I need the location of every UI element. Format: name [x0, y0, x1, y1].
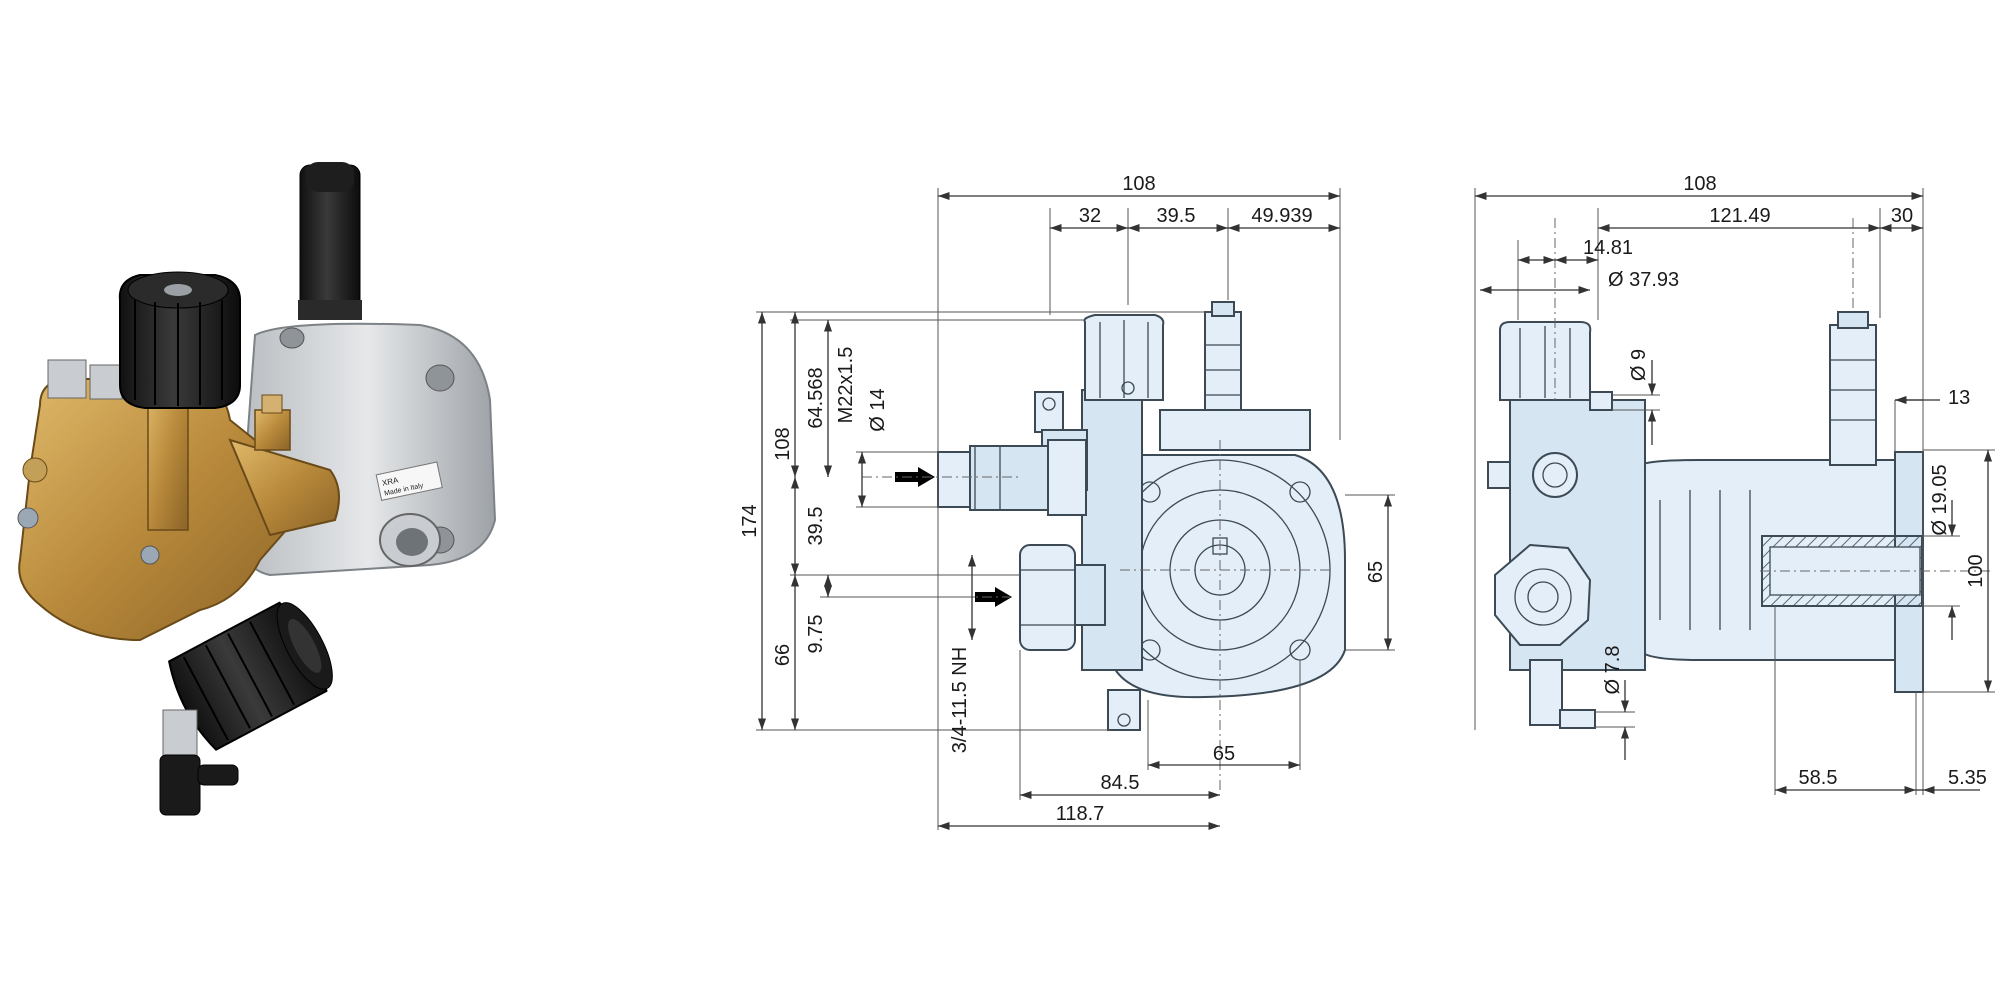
dim-front-top-1: 32	[1079, 205, 1101, 227]
dim-side-flange-height: 100	[1965, 554, 1987, 587]
dim-side-drain-diameter: Ø 7.8	[1602, 646, 1624, 695]
dim-front-inlet-to-center: 84.5	[1101, 772, 1140, 794]
front-view-drawing: 108 32 39.5 49.939 174 108 64.568 M22x1.…	[739, 173, 1395, 831]
dim-side-valve-offset: 14.81	[1583, 237, 1633, 259]
dim-front-upper-height: 108	[772, 427, 794, 460]
pump-photo: XRA Made in Italy	[17, 162, 497, 816]
dim-side-span: 121.49	[1709, 205, 1770, 227]
dim-side-overall-width: 108	[1683, 173, 1716, 195]
dim-front-overall-height: 174	[739, 504, 761, 537]
dim-front-top-3: 49.939	[1251, 205, 1312, 227]
dim-side-flange-offset: 13	[1948, 387, 1970, 409]
dim-side-shaft-diameter: Ø 19.05	[1929, 464, 1951, 535]
dim-front-top-2: 39.5	[1157, 205, 1196, 227]
dim-front-overall-width: 108	[1122, 173, 1155, 195]
dim-front-inlet-offset: 9.75	[805, 615, 827, 654]
dim-front-outlet-height: 64.568	[805, 367, 827, 428]
dim-side-small-port: Ø 9	[1628, 349, 1650, 381]
dim-front-outlet-thread: M22x1.5	[835, 347, 857, 424]
dim-front-inlet-thread: 3/4-11.5 NH	[949, 647, 971, 753]
dim-front-flange-height: 65	[1365, 561, 1387, 583]
dim-side-flange-thickness: 5.35	[1948, 767, 1987, 789]
dim-front-lower-height: 66	[772, 644, 794, 666]
dim-front-flange-width: 65	[1213, 743, 1235, 765]
side-view-drawing: 108 121.49 30 14.81 Ø 37.93 Ø 9 13 Ø 19.…	[1474, 173, 1995, 795]
dim-side-valve-diameter: Ø 37.93	[1608, 269, 1679, 291]
dim-front-overall-bottom: 118.7	[1056, 803, 1105, 825]
dim-side-right-segment: 30	[1891, 205, 1913, 227]
dim-side-shaft-length: 58.5	[1799, 767, 1838, 789]
dim-front-mid-offset: 39.5	[805, 507, 827, 546]
label-line-1: XRA	[381, 475, 400, 487]
dim-front-outlet-diameter: Ø 14	[867, 388, 889, 431]
